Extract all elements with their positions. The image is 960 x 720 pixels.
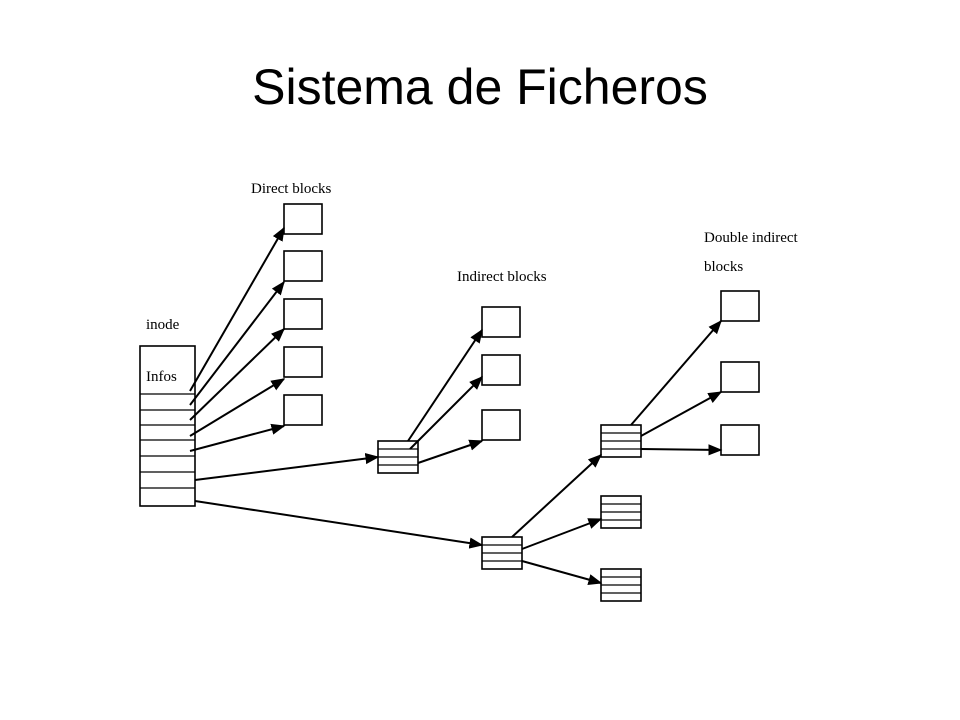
double-indirect-blocks [720,290,760,456]
indirect-blocks [481,306,521,441]
infos-label: Infos [146,369,177,385]
double-indirect-arrow [194,500,484,549]
double-indirect-data-block [720,361,760,393]
inode-label: inode [146,317,180,333]
direct-block [283,346,323,378]
double-indirect-data-block [720,424,760,456]
second-level-table [600,568,642,602]
double-indirect-label-line2: blocks [704,259,743,275]
direct-pointer-arrows [189,226,286,452]
slide-title: Sistema de Ficheros [252,59,708,115]
second-level-table [600,424,642,458]
indirect-data-arrows [407,328,484,464]
direct-blocks [283,203,323,426]
inode-table: Infos [139,345,196,507]
indirect-data-block [481,409,521,441]
direct-block [283,203,323,235]
second-level-arrows [511,454,603,586]
direct-block [283,250,323,282]
double-indirect-data-block [720,290,760,322]
indirect-data-block [481,354,521,386]
second-level-table [600,495,642,529]
double-indirect-label-line1: Double indirect [704,230,799,246]
indirect-blocks-label: Indirect blocks [457,269,547,285]
indirect-data-block [481,306,521,338]
double-indirect-root-table [481,536,523,570]
direct-blocks-label: Direct blocks [251,181,332,197]
direct-block [283,298,323,330]
double-indirect-data-arrows [630,319,723,456]
direct-block [283,394,323,426]
single-indirect-arrow [194,453,380,481]
